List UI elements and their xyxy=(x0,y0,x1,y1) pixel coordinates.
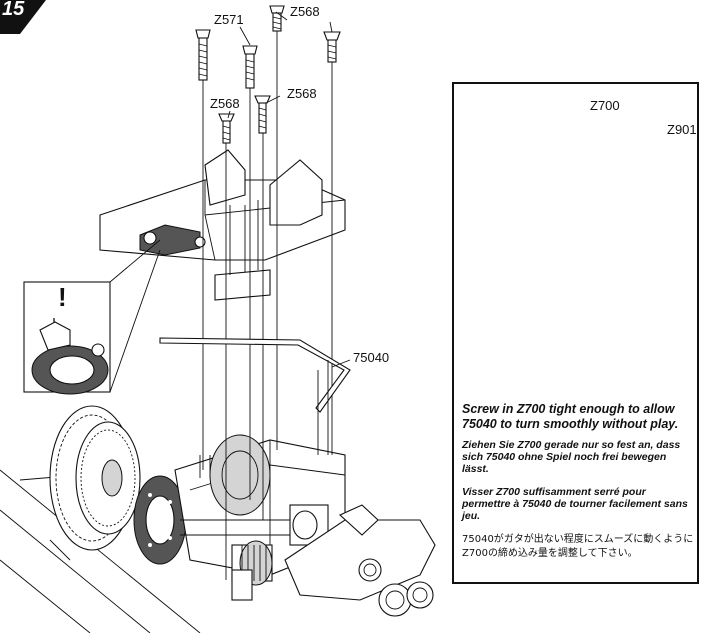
label-z901: Z901 xyxy=(667,122,697,137)
label-z700: Z700 xyxy=(590,98,620,113)
screw-z568-right xyxy=(323,31,341,63)
rod-75040 xyxy=(159,337,351,455)
drive-pulley xyxy=(231,540,273,601)
bulkhead xyxy=(99,149,346,301)
screws xyxy=(195,5,341,144)
spur-gear xyxy=(49,405,141,551)
screw-z571 xyxy=(195,29,211,81)
label-z571: Z571 xyxy=(214,12,244,27)
detail-callout xyxy=(23,239,161,395)
screw-z571-b xyxy=(242,45,258,89)
leader-lines xyxy=(227,11,351,368)
detail-inset-panel xyxy=(452,82,699,584)
instruction-note-english: Screw in Z700 tight enough to allow 7504… xyxy=(462,402,679,431)
warning-exclamation-icon: ! xyxy=(58,282,67,312)
screw-z568-mid xyxy=(254,95,271,134)
instruction-note-french: Visser Z700 suffisamment serré pour perm… xyxy=(462,486,688,522)
step-badge: 15 xyxy=(0,0,46,34)
suspension-arm xyxy=(284,504,436,617)
instruction-note-german: Ziehen Sie Z700 gerade nur so fest an, d… xyxy=(462,439,681,475)
screw-z568-left xyxy=(218,113,235,144)
slipper-disc xyxy=(133,475,187,565)
guide-lines xyxy=(202,31,333,580)
step-number: 15 xyxy=(2,0,25,20)
screw-z568-top xyxy=(269,5,285,32)
label-z568-top: Z568 xyxy=(290,4,320,19)
label-75040: 75040 xyxy=(353,350,390,365)
label-z568-left: Z568 xyxy=(210,96,240,111)
instruction-note-japanese: 75040がガタが出ない程度にスムーズに動くようにZ700の締め込み量を調整して… xyxy=(462,534,694,559)
label-z568-mid: Z568 xyxy=(287,86,317,101)
